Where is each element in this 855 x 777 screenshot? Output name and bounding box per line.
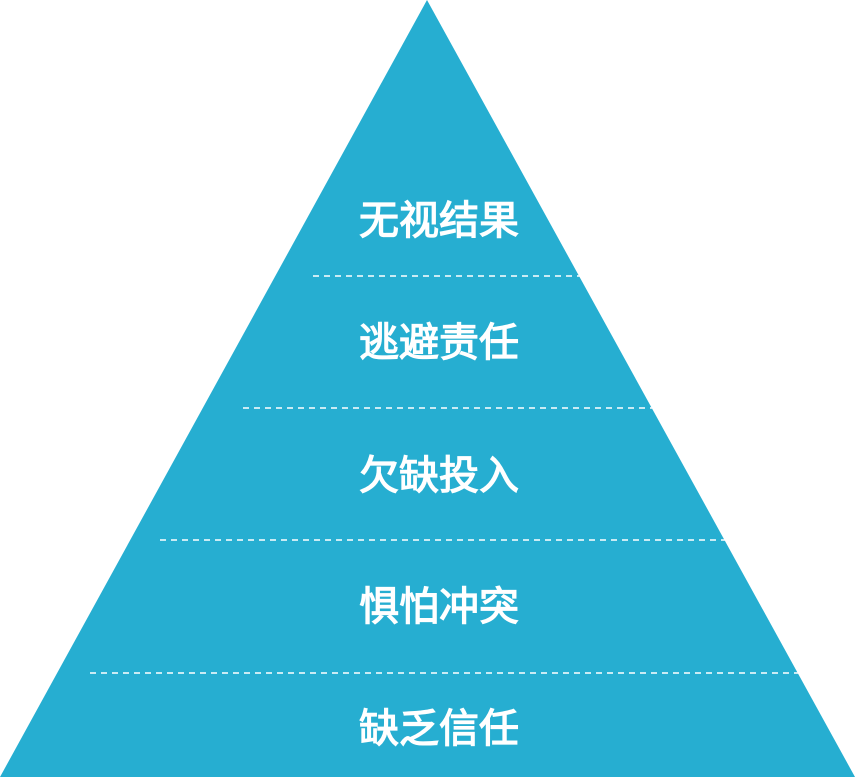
level-label-5: 缺乏信任	[359, 706, 519, 752]
level-label-2: 逃避责任	[359, 320, 519, 366]
level-label-3: 欠缺投入	[359, 453, 519, 499]
level-label-1: 无视结果	[359, 198, 519, 244]
level-label-4: 惧怕冲突	[359, 584, 519, 630]
